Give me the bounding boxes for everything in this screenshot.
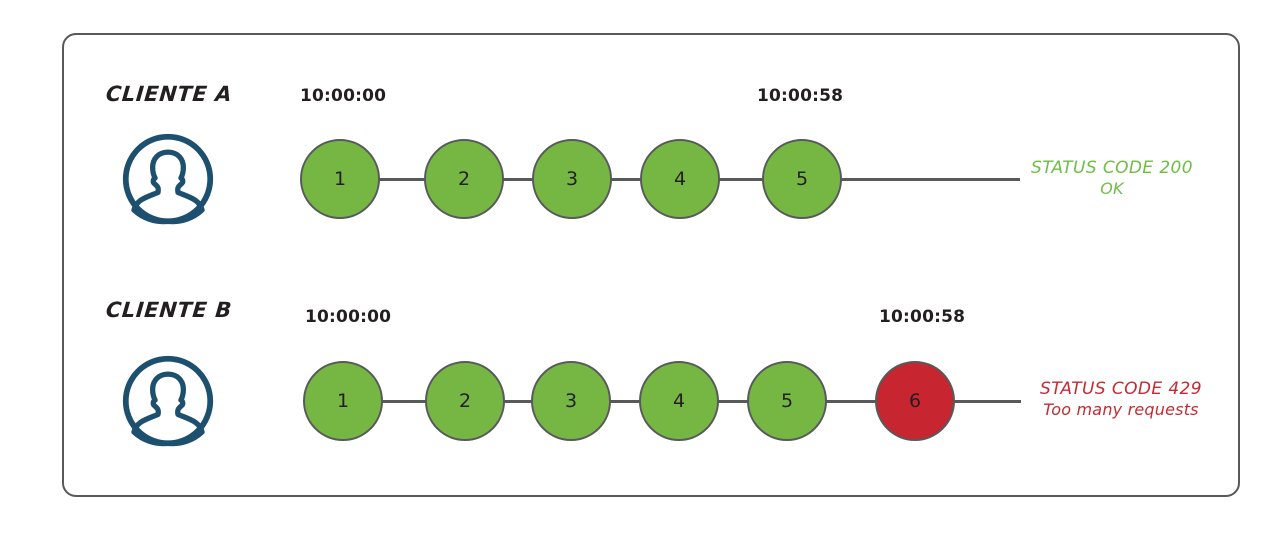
request-chain-b: 1 2 3 4 5 6 xyxy=(303,361,1023,441)
status-detail-line-a: OK xyxy=(1100,179,1124,199)
request-node-blocked[interactable]: 6 xyxy=(875,361,955,441)
client-label-a: CLIENTE A xyxy=(104,82,234,106)
request-node[interactable]: 2 xyxy=(425,361,505,441)
client-label-b: CLIENTE B xyxy=(104,298,233,322)
status-badge-a: STATUS CODE 200 OK xyxy=(1026,158,1198,199)
request-node[interactable]: 2 xyxy=(424,139,504,219)
request-node[interactable]: 1 xyxy=(300,139,380,219)
request-node[interactable]: 4 xyxy=(639,361,719,441)
status-detail-line-b: Too many requests xyxy=(1043,400,1199,420)
timestamp-end-a: 10:00:58 xyxy=(757,86,844,106)
request-node[interactable]: 4 xyxy=(640,139,720,219)
request-node[interactable]: 3 xyxy=(531,361,611,441)
request-node[interactable]: 3 xyxy=(532,139,612,219)
status-badge-b: STATUS CODE 429 Too many requests xyxy=(1026,379,1216,420)
request-node[interactable]: 1 xyxy=(303,361,383,441)
request-node[interactable]: 5 xyxy=(762,139,842,219)
request-node[interactable]: 5 xyxy=(747,361,827,441)
request-chain-a: 1 2 3 4 5 xyxy=(300,139,1020,219)
user-avatar-icon xyxy=(120,131,216,227)
timestamp-end-b: 10:00:58 xyxy=(879,307,966,327)
status-code-line-b: STATUS CODE 429 xyxy=(1040,379,1202,399)
user-avatar-icon xyxy=(120,353,216,449)
timestamp-start-b: 10:00:00 xyxy=(305,307,392,327)
timestamp-start-a: 10:00:00 xyxy=(300,86,387,106)
status-code-line-a: STATUS CODE 200 xyxy=(1031,158,1193,178)
